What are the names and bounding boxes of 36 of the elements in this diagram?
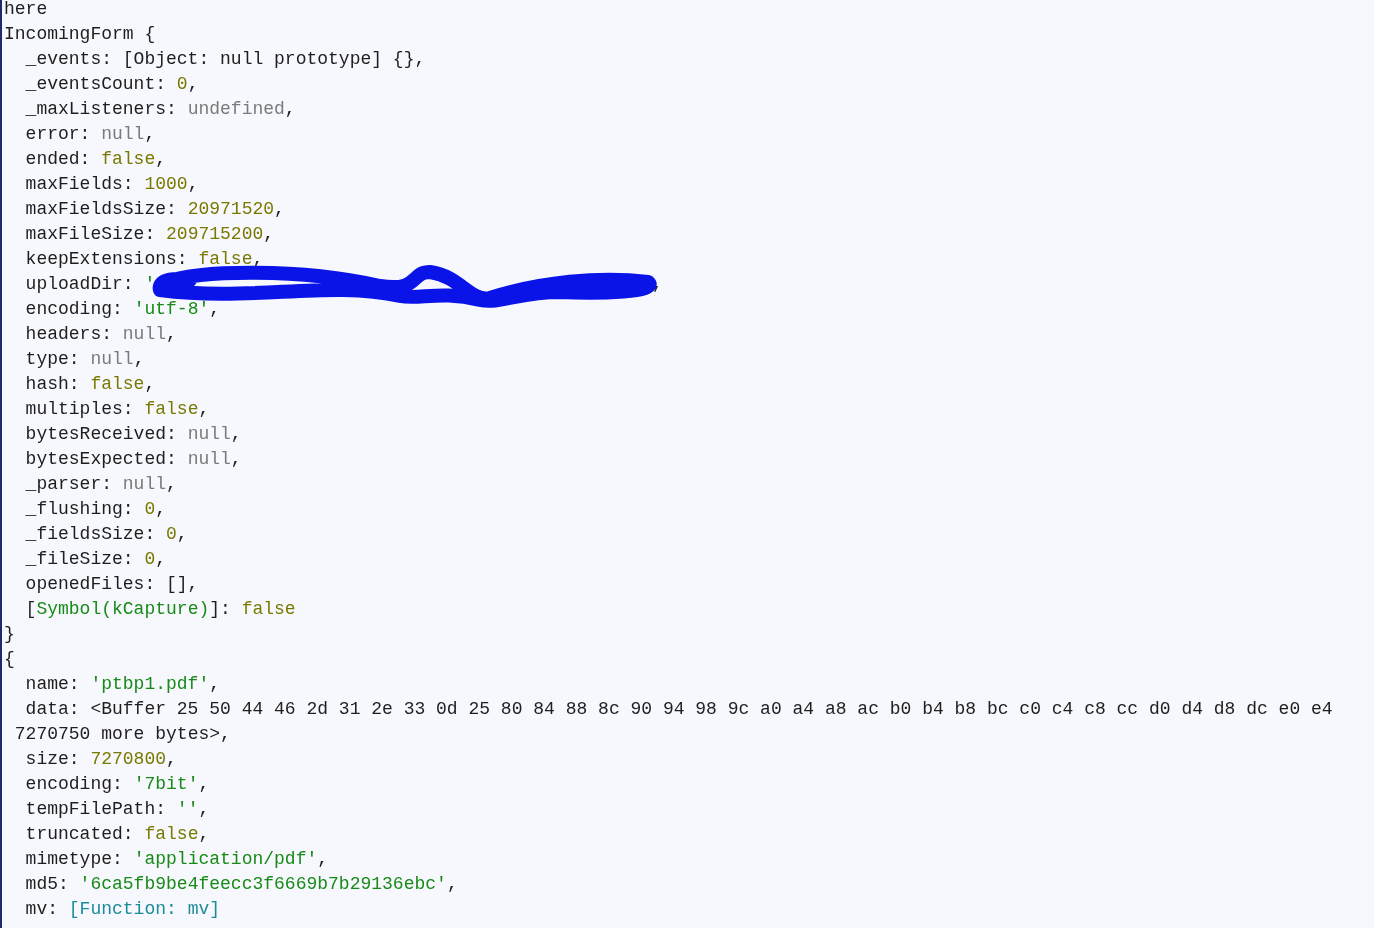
console-line: _fieldsSize: 0, (25, 523, 188, 546)
console-line: error: null, (25, 123, 156, 146)
console-line: type: null, (25, 348, 145, 371)
console-line: maxFieldsSize: 20971520, (25, 198, 285, 221)
console-line: bytesExpected: null, (25, 448, 242, 471)
console-line: headers: null, (25, 323, 177, 346)
console-line: { (4, 648, 15, 671)
console-line: _flushing: 0, (25, 498, 167, 521)
console-line: name: 'ptbp1.pdf', (25, 673, 221, 696)
console-line: _events: [Object: null prototype] {}, (25, 48, 426, 71)
console-line: _fileSize: 0, (25, 548, 167, 571)
console-line: _parser: null, (25, 473, 177, 496)
console-line: hash: false, (25, 373, 156, 396)
console-line: _eventsCount: 0, (25, 73, 199, 96)
console-line: tempFilePath: '', (25, 798, 210, 821)
console-line: uploadDir: ' (25, 273, 156, 296)
console-line: _maxListeners: undefined, (25, 98, 296, 121)
console-line: [Symbol(kCapture)]: false (25, 598, 296, 621)
console-line: maxFields: 1000, (25, 173, 199, 196)
console-line: IncomingForm { (4, 23, 156, 46)
console-line: 7270750 more bytes>, (14, 723, 231, 746)
console-line: here (4, 0, 48, 21)
console-line: ended: false, (25, 148, 167, 171)
console-line: encoding: '7bit', (25, 773, 210, 796)
console-line: encoding: 'utf-8', (25, 298, 221, 321)
console-line: size: 7270800, (25, 748, 177, 771)
console-line: maxFileSize: 209715200, (25, 223, 275, 246)
console-line: data: <Buffer 25 50 44 46 2d 31 2e 33 0d 25 80 84 88 8c 90 94 98 9c a0 a4 a8 ac b0 b4 b8 bc c0 c4 c8 cc d0 d4 d8 dc e0 e4 (25, 698, 1333, 721)
console-line: bytesReceived: null, (25, 423, 242, 446)
console-line: multiples: false, (25, 398, 210, 421)
console-line: } (4, 623, 15, 646)
console-line: md5: '6ca5fb9be4feecc3f6669b7b29136ebc', (25, 873, 458, 896)
console-line: openedFiles: [], (25, 573, 199, 596)
console-line: mimetype: 'application/pdf', (25, 848, 329, 871)
console-line: truncated: false, (25, 823, 210, 846)
console-line: mv: [Function: mv] (25, 898, 221, 921)
